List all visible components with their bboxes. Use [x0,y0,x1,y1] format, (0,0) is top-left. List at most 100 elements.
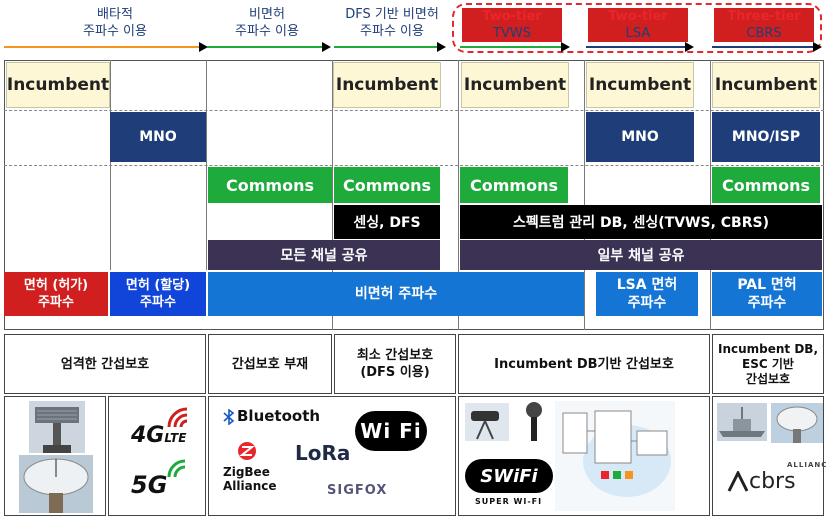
pal-license-bar: PAL 면허 주파수 [712,272,822,316]
logo-lte-suffix: LTE [164,431,187,445]
commons-tvws: Commons [460,167,568,203]
header-exclusive: 배타적 주파수 이용 [55,6,175,40]
incumbent-cbrs: Incumbent [712,62,820,108]
logo-zigbee: ZigBee Alliance [223,465,277,493]
header-cbrs: Three-tier CBRS [714,8,814,42]
bluetooth-icon [223,409,235,425]
cbrs-satellite-dish-photo [771,403,823,443]
mno-lsa: MNO [586,112,694,162]
row-divider-1 [4,110,824,111]
licensed-permit-bar: 면허 (허가) 주파수 [4,272,108,316]
radar-antenna-photo [29,401,85,453]
cbrs-chevron-icon [727,471,749,492]
header-tvws-tier: Two-tier [482,9,542,24]
tier-highlight-box [452,3,822,53]
logo-wifi: Wi Fi [355,411,427,451]
lsa-license-line2: 주파수 [627,295,667,311]
logo-sigfox: SIGFOX [327,483,388,498]
incumbent-tvws: Incumbent [461,62,569,108]
header-dfs: DFS 기반 비면허 주파수 이용 [328,6,456,40]
protection-minimal-line1: 최소 간섭보호 [356,348,434,363]
logo-cbrs-alliance: ALLIANCE [787,461,827,469]
mno-exclusive: MNO [110,112,206,162]
image-cell-mobile: 4GLTE 5G [108,396,206,516]
arrow-unlicensed [207,42,331,52]
logo-superwifi-text: SWiFi [480,465,538,487]
navy-ship-photo [717,403,767,441]
header-cbrs-name: CBRS [746,26,782,41]
unlicensed-bar: 비면허 주파수 [208,272,584,316]
licensed-permit-line2: 주파수 [38,295,74,310]
protection-db-esc-line2: ESC 기반 [742,356,794,371]
zigbee-icon [238,442,256,460]
logo-superwifi-sub: SUPER WI-FI [475,497,543,506]
arrow-lsa [586,42,694,52]
arrow-exclusive [4,42,208,52]
header-unlicensed-line2: 주파수 이용 [235,24,299,39]
logo-5g: 5G [131,471,168,499]
grid-frame [4,60,824,330]
header-lsa: Two-tier LSA [588,8,688,42]
sensing-dfs-bar: 센싱, DFS [334,205,440,239]
protection-db-esc-line1: Incumbent DB, [717,341,819,356]
protection-strict: 엄격한 간섭보호 [4,334,206,394]
image-cell-db: SWiFi SUPER WI-FI [458,396,710,516]
spectrum-db-bar: 스펙트럼 관리 DB, 센싱(TVWS, CBRS) [460,205,822,239]
logo-4g-text: 4G [131,423,165,448]
commons-cbrs: Commons [712,167,820,203]
logo-superwifi: SWiFi [465,459,553,493]
tvws-device-photo [465,403,509,441]
network-diagram-image [555,401,675,511]
col-divider-2 [206,60,207,270]
pal-license-line1: PAL 면허 [737,277,797,293]
all-channel-sharing-bar: 모든 채널 공유 [208,240,440,270]
signal-arcs-icon [167,407,188,428]
logo-wifi-text: Wi Fi [360,419,422,443]
protection-minimal: 최소 간섭보호 (DFS 이용) [334,334,456,394]
image-cell-cbrs: ALLIANCE cbrs [712,396,827,516]
arrow-cbrs [712,42,822,52]
header-tvws-name: TVWS [493,26,531,41]
arrow-tvws [460,42,570,52]
mno-isp-cbrs: MNO/ISP [712,112,820,162]
logo-lora: LoRa [295,441,351,465]
header-exclusive-line2: 주파수 이용 [83,24,147,39]
header-unlicensed: 비면허 주파수 이용 [207,6,327,40]
licensed-permit-line1: 면허 (허가) [23,278,89,293]
licensed-assign-line1: 면허 (할당) [125,278,191,293]
logo-4g-lte: 4GLTE [131,423,186,448]
protection-minimal-line2: (DFS 이용) [360,365,430,380]
licensed-assign-line2: 주파수 [140,295,176,310]
incumbent-dfs: Incumbent [333,62,441,108]
incumbent-lsa: Incumbent [586,62,694,108]
header-lsa-tier: Two-tier [608,9,668,24]
arrow-dfs [334,42,446,52]
col-divider-4 [458,60,459,330]
signal-green-icon [167,459,186,478]
lsa-license-line1: LSA 면허 [616,277,678,293]
col-divider-5 [584,60,585,330]
header-lsa-name: LSA [625,26,651,41]
lsa-license-bar: LSA 면허 주파수 [596,272,698,316]
header-dfs-line2: 주파수 이용 [360,24,424,39]
logo-zigbee-line2: Alliance [223,479,277,493]
image-cell-incumbent [4,396,106,516]
incumbent-exclusive: Incumbent [6,62,110,108]
pal-license-line2: 주파수 [747,295,787,311]
satellite-dish-photo [19,455,93,513]
licensed-assign-bar: 면허 (할당) 주파수 [110,272,206,316]
logo-bluetooth: Bluetooth [237,407,321,425]
commons-dfs: Commons [334,167,440,203]
image-cell-unlicensed: Bluetooth ZigBee Alliance LoRa Wi Fi SIG… [208,396,456,516]
header-dfs-line1: DFS 기반 비면허 [345,7,439,22]
row-divider-2 [4,165,824,166]
logo-zigbee-line1: ZigBee [223,465,270,479]
header-unlicensed-line1: 비면허 [249,7,285,22]
header-tvws: Two-tier TVWS [462,8,562,42]
protection-none: 간섭보호 부재 [208,334,332,394]
protection-db: Incumbent DB기반 간섭보호 [458,334,710,394]
header-cbrs-tier: Three-tier [727,9,801,24]
header-exclusive-line1: 배타적 [97,7,133,22]
microphone-photo [526,402,542,441]
col-divider-3 [332,60,333,330]
